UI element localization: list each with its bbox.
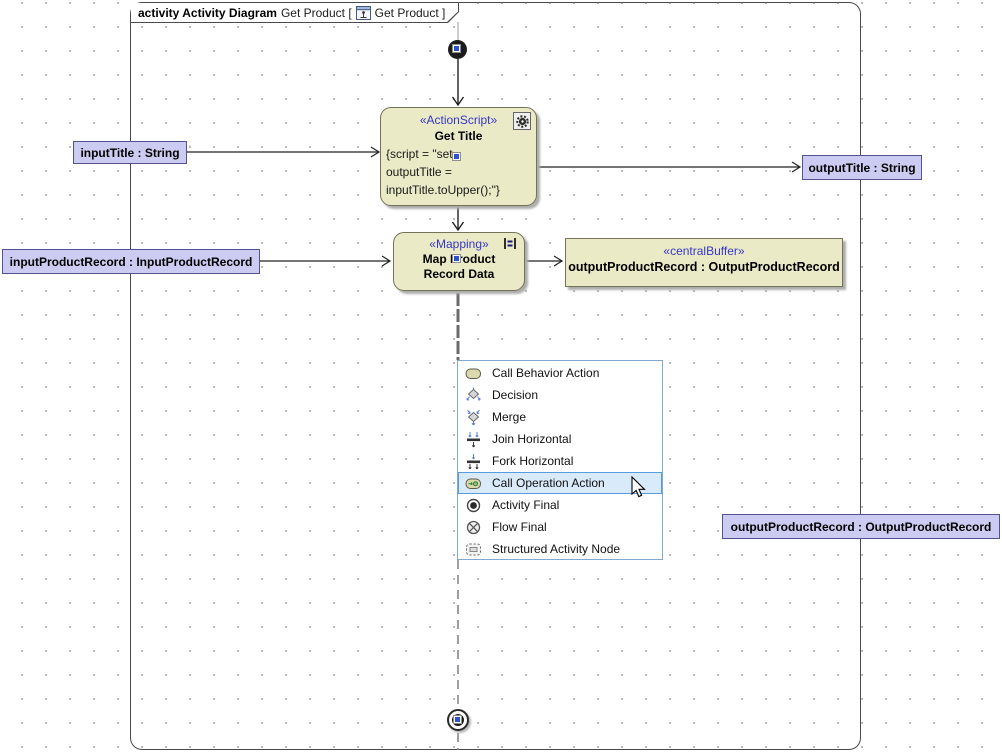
central-buffer-stereotype: «centralBuffer»: [663, 244, 745, 258]
menu-item-label: Flow Final: [492, 520, 547, 534]
menu-item-call-behavior-action[interactable]: Call Behavior Action: [458, 362, 662, 384]
initial-node-handle[interactable]: [453, 45, 460, 52]
smart-manipulator-gear-icon[interactable]: [513, 112, 531, 130]
menu-item-fork-horizontal[interactable]: Fork Horizontal: [458, 450, 662, 472]
pin-label-input-product-record[interactable]: inputProductRecord : InputProductRecord: [2, 249, 260, 274]
menu-item-merge[interactable]: Merge: [458, 406, 662, 428]
menu-item-label: Call Behavior Action: [492, 366, 600, 380]
central-buffer-node[interactable]: «centralBuffer» outputProductRecord : Ou…: [565, 238, 843, 287]
frame-header-tab[interactable]: activity Activity Diagram Get Product [ …: [131, 3, 459, 23]
decision-icon: [465, 387, 482, 404]
menu-item-label: Structured Activity Node: [492, 542, 621, 556]
flow-final-icon: [465, 519, 482, 536]
element-palette-menu: Call Behavior Action Decision Merge: [457, 360, 663, 560]
final-node-handle[interactable]: [454, 716, 461, 723]
get-title-selection-handle[interactable]: [453, 153, 460, 160]
menu-item-structured-activity-node[interactable]: Structured Activity Node: [458, 538, 662, 560]
mapping-name-line2: Record Data: [423, 267, 495, 281]
get-title-script-line-3: inputTitle.toUpper();"}: [386, 183, 500, 197]
menu-item-label: Decision: [492, 388, 539, 402]
menu-item-decision[interactable]: Decision: [458, 384, 662, 406]
mapping-stereotype: «Mapping»: [429, 237, 489, 251]
pin-label-output-product-record[interactable]: outputProductRecord : OutputProductRecor…: [722, 514, 1000, 539]
menu-item-call-operation-action[interactable]: Call Operation Action: [458, 472, 662, 494]
get-title-script-line-2: outputTitle =: [386, 165, 452, 179]
mapping-selection-handle[interactable]: [453, 255, 460, 262]
get-title-script-line-1: {script = "set: [386, 147, 453, 161]
menu-item-label: Merge: [492, 410, 527, 424]
frame-header-context-open: Get Product [: [280, 6, 352, 20]
call-operation-action-icon: [465, 475, 482, 492]
frame-header-context-close: Get Product ]: [374, 6, 446, 20]
menu-item-join-horizontal[interactable]: Join Horizontal: [458, 428, 662, 450]
activity-diagram-icon: [355, 6, 371, 20]
frame-header-fill: [131, 3, 458, 22]
mapping-icon: [502, 236, 518, 254]
menu-item-label: Join Horizontal: [492, 432, 572, 446]
menu-item-label: Fork Horizontal: [492, 454, 574, 468]
menu-item-activity-final[interactable]: Activity Final: [458, 494, 662, 516]
merge-icon: [465, 409, 482, 426]
fork-horizontal-icon: [465, 453, 482, 470]
central-buffer-name: outputProductRecord : OutputProductRecor…: [568, 260, 840, 274]
pin-label-input-title[interactable]: inputTitle : String: [73, 141, 187, 164]
action-node-get-title[interactable]: «ActionScript» Get Title {script = "set …: [380, 107, 537, 206]
activity-final-icon: [465, 497, 482, 514]
call-behavior-action-icon: [465, 365, 482, 382]
get-title-stereotype: «ActionScript»: [419, 113, 498, 127]
frame-header-text: activity Activity Diagram Get Product [ …: [131, 3, 459, 23]
get-title-name: Get Title: [434, 129, 483, 143]
pin-label-output-title[interactable]: outputTitle : String: [802, 155, 922, 180]
menu-item-label: Call Operation Action: [492, 476, 605, 490]
menu-item-label: Activity Final: [492, 498, 560, 512]
join-horizontal-icon: [465, 431, 482, 448]
activity-diagram-frame[interactable]: [130, 2, 861, 750]
frame-header-kind: activity Activity Diagram: [138, 6, 277, 20]
structured-activity-node-icon: [465, 541, 482, 558]
menu-item-flow-final[interactable]: Flow Final: [458, 516, 662, 538]
